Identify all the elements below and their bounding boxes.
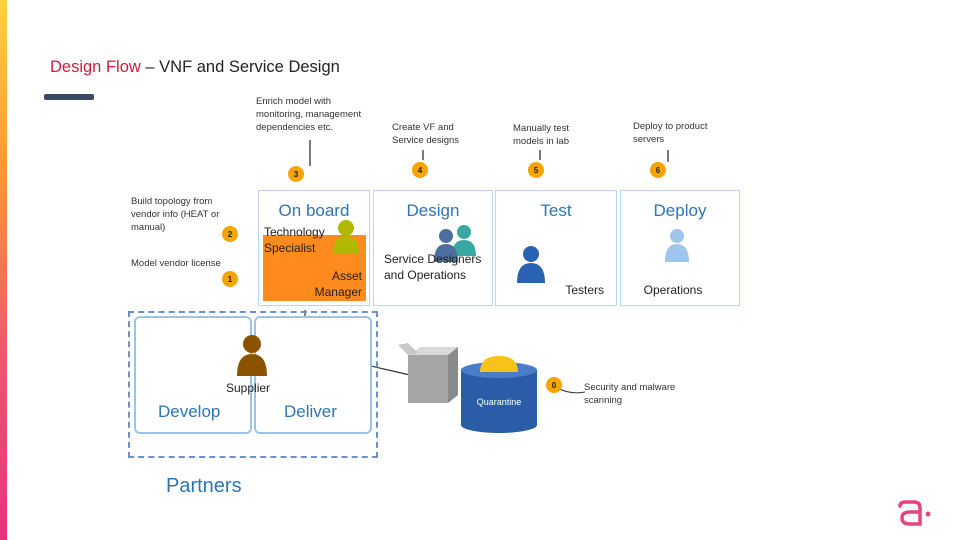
role-supplier: Supplier [226,381,271,395]
step-badge-1: 1 [222,271,238,287]
person-icon [665,229,689,262]
title-underline [44,94,94,100]
person-icon [237,335,267,376]
test-panel: Test Testers [495,190,617,306]
stage-test: Test [540,201,572,220]
title-part-2: – VNF and Service Design [140,58,340,76]
person-icon [333,220,359,253]
note-security: Security and malware scanning [584,382,676,406]
role-testers: Testers [565,283,604,297]
partners-label: Partners [166,475,242,497]
step-badge-2: 2 [222,226,238,242]
note-create: Create VF and Service designs [392,122,460,146]
step-badge-4: 4 [412,162,428,178]
slide-title: Design Flow – VNF and Service Design [50,58,340,77]
quarantine-label: Quarantine [476,397,522,407]
role-asset: Asset Manager [314,269,362,299]
note-deploy: Deploy to product servers [633,121,708,145]
brand-logo [898,500,931,526]
step-badge-3: 3 [288,166,304,182]
design-panel: Design Service Designers and Operations [373,190,493,306]
stage-design: Design [406,201,460,220]
quarantine-cylinder [461,356,537,433]
role-designers: Service Designers and Operations [384,252,482,282]
note-enrich: Enrich model with monitoring, management… [256,96,362,133]
stage-deliver: Deliver [284,402,337,421]
people-icon [434,225,476,262]
step-badge-6: 6 [650,162,666,178]
note-build: Build topology from vendor info (HEAT or… [131,196,220,233]
deliver-tile [254,316,372,434]
stage-deploy: Deploy [653,201,707,220]
step-badge-0: 0 [546,377,562,393]
package-icon [398,343,458,403]
accent-bar [0,0,7,540]
partners-dashed-box [128,311,378,458]
role-operations: Operations [643,283,703,297]
stage-onboard: On board [278,201,350,220]
onboard-panel: On board Technology Specialist Asset Man… [258,190,370,306]
note-manual: Manually test models in lab [513,123,569,147]
deploy-panel: Deploy Operations [620,190,740,306]
note-license: Model vendor license [131,258,221,269]
stage-develop: Develop [158,402,221,421]
person-icon [517,246,545,283]
title-part-1: Design Flow [50,58,141,76]
step-badge-5: 5 [528,162,544,178]
role-tech: Technology Specialist [264,225,325,255]
